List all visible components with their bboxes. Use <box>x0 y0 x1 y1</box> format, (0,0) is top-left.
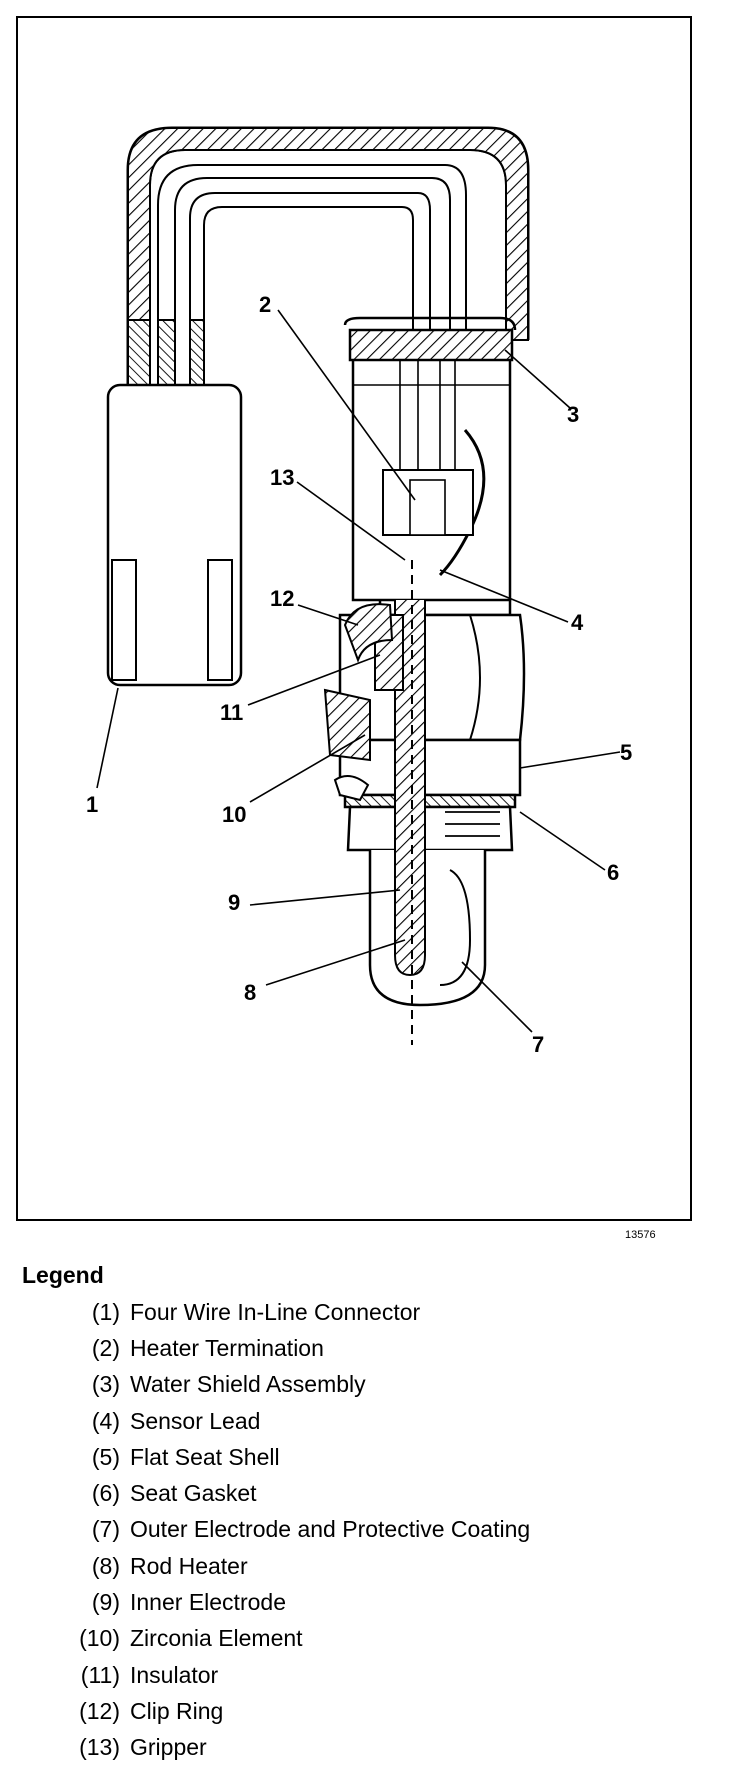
legend-label: Gripper <box>130 1734 207 1761</box>
legend-item: (12) Clip Ring <box>0 1693 736 1729</box>
legend-label: Seat Gasket <box>130 1480 257 1507</box>
legend-number: (4) <box>91 1407 120 1434</box>
legend-item: (4) Sensor Lead <box>0 1403 736 1439</box>
legend-item: (5) Flat Seat Shell <box>0 1439 736 1475</box>
legend-number: (12) <box>79 1697 120 1724</box>
legend-label: Outer Electrode and Protective Coating <box>130 1516 531 1543</box>
legend-item: (6) Seat Gasket <box>0 1475 736 1511</box>
legend-label: Inner Electrode <box>130 1589 286 1616</box>
legend-number: (3) <box>91 1371 120 1398</box>
callout-9: 9 <box>228 890 240 915</box>
callout-5: 5 <box>620 740 632 765</box>
legend-title: Legend <box>22 1262 104 1288</box>
legend-number: (5) <box>91 1443 120 1470</box>
callout-13: 13 <box>270 465 294 490</box>
legend-label: Four Wire In-Line Connector <box>130 1298 421 1325</box>
legend-item: (3) Water Shield Assembly <box>0 1367 736 1403</box>
legend-item: (11) Insulator <box>0 1657 736 1693</box>
callout-labels: 1 2 3 4 5 6 7 8 9 10 11 12 13 <box>86 292 632 1057</box>
legend-item: (10) Zirconia Element <box>0 1621 736 1657</box>
callout-11: 11 <box>220 700 243 725</box>
legend-label: Sensor Lead <box>130 1407 261 1434</box>
callout-6: 6 <box>607 860 619 885</box>
legend-label: Clip Ring <box>130 1697 224 1724</box>
callout-7: 7 <box>532 1032 544 1057</box>
legend-label: Insulator <box>130 1661 219 1688</box>
cable-harness <box>126 126 530 396</box>
legend-item: (1) Four Wire In-Line Connector <box>0 1294 736 1330</box>
legend-number: (13) <box>79 1734 120 1761</box>
leader-lines <box>96 309 621 1033</box>
sensor-body <box>338 316 526 1007</box>
diagram-frame <box>16 16 692 1221</box>
in-line-connector <box>106 383 243 687</box>
legend-label: Heater Termination <box>130 1334 324 1361</box>
legend-number: (6) <box>91 1480 120 1507</box>
callout-4: 4 <box>571 610 584 635</box>
callout-2: 2 <box>259 292 271 317</box>
callout-3: 3 <box>567 402 579 427</box>
legend-number: (10) <box>79 1625 120 1652</box>
legend-number: (11) <box>80 1661 120 1688</box>
legend-item: (7) Outer Electrode and Protective Coatin… <box>0 1512 736 1548</box>
legend-label: Zirconia Element <box>130 1625 303 1652</box>
legend-number: (8) <box>91 1552 120 1579</box>
legend-number: (7) <box>91 1516 120 1543</box>
legend-number: (1) <box>91 1298 120 1325</box>
legend-item: (8) Rod Heater <box>0 1548 736 1584</box>
oxygen-sensor-diagram: 1 2 3 4 5 6 7 8 9 10 11 12 13 <box>16 16 692 1221</box>
figure-id: 13576 <box>625 1229 656 1241</box>
legend-number: (9) <box>91 1589 120 1616</box>
callout-10: 10 <box>222 802 246 827</box>
legend-label: Rod Heater <box>130 1552 248 1579</box>
legend-item: (13) Gripper <box>0 1730 736 1766</box>
legend-item: (9) Inner Electrode <box>0 1584 736 1620</box>
zirconia-element <box>323 560 426 1045</box>
legend-label: Water Shield Assembly <box>130 1371 366 1398</box>
callout-8: 8 <box>244 980 256 1005</box>
callout-12: 12 <box>270 586 294 611</box>
legend-label: Flat Seat Shell <box>130 1443 280 1470</box>
legend-list: (1) Four Wire In-Line Connector (2) Heater… <box>0 1294 736 1766</box>
legend-number: (2) <box>91 1334 120 1361</box>
legend-item: (2) Heater Termination <box>0 1330 736 1366</box>
callout-1: 1 <box>86 792 98 817</box>
